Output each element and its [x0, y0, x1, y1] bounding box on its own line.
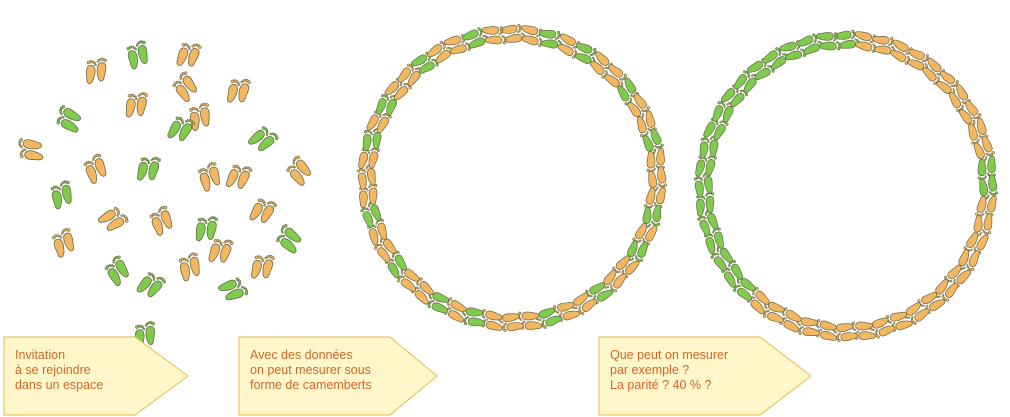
footprint-pair	[175, 39, 202, 71]
callout-invitation: Invitation à se rejoindre dans un espace	[3, 336, 189, 416]
footprint-pair	[248, 195, 278, 228]
footprint-pair	[53, 104, 86, 134]
callout-parite: Que peut on mesurer par exemple ? La par…	[598, 336, 812, 416]
footprint-pair	[226, 75, 251, 106]
footprint-pair	[170, 70, 201, 103]
footprint-pair	[283, 155, 315, 188]
footprint-pair	[273, 223, 306, 255]
footprint-circle-pie	[356, 23, 667, 332]
callout-invitation-text: Invitation à se rejoindre dans un espace	[15, 348, 103, 393]
footprint-pair	[732, 67, 761, 97]
footprint-pair	[178, 252, 202, 282]
footprint-pair	[97, 204, 130, 234]
footprint-pair	[931, 275, 960, 305]
footprint-pair	[135, 269, 167, 302]
footprint-pair	[482, 26, 507, 44]
footprint-pair	[816, 32, 841, 50]
footprint-pair	[189, 103, 210, 131]
footprint-pair	[224, 161, 253, 193]
footprint-pair	[51, 227, 76, 258]
footprint-pair	[102, 255, 132, 288]
footprint-pair	[148, 205, 175, 237]
footprint-pair	[82, 153, 109, 185]
footprint-pair	[16, 138, 46, 162]
footprint-pair	[247, 123, 280, 155]
footprint-pair	[126, 40, 150, 70]
footprint-pair	[50, 180, 74, 210]
callout-camemberts-text: Avec des données on peut mesurer sous fo…	[250, 348, 372, 393]
footprint-pair	[194, 214, 218, 244]
footprint-pair	[124, 90, 148, 120]
footprint-pair	[217, 276, 249, 303]
footprint-pair	[136, 153, 161, 184]
footprint-pair	[197, 161, 222, 192]
callout-camemberts: Avec des données on peut mesurer sous fo…	[238, 336, 438, 416]
footprint-pair	[85, 57, 106, 85]
callout-parite-text: Que peut on mesurer par exemple ? La par…	[610, 348, 728, 393]
footprint-circle-parity	[693, 29, 998, 342]
footprint-pair	[250, 251, 275, 282]
scattered-footprints-group	[16, 39, 315, 348]
